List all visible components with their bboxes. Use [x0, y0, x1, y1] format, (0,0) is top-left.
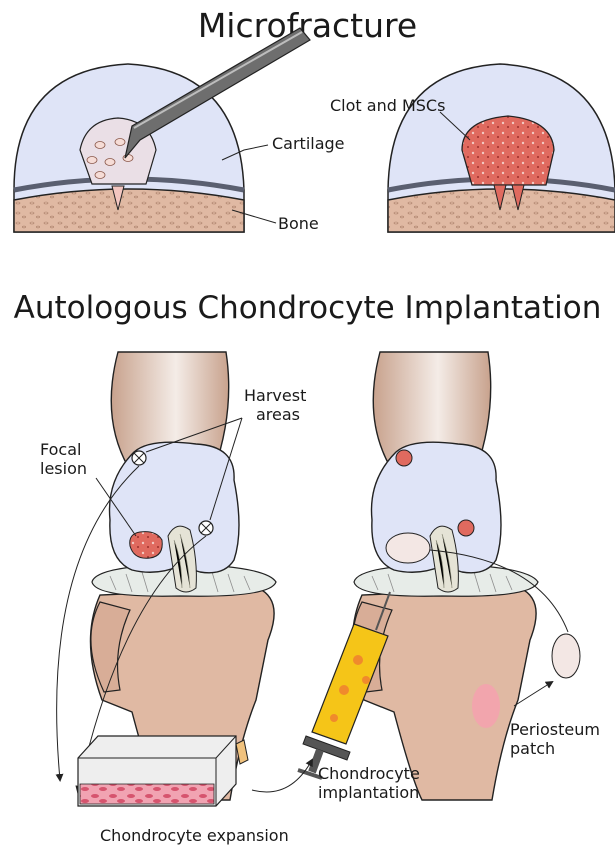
implantation-label-line1: Chondrocyte	[318, 764, 420, 783]
harvest-label: Harvest areas	[244, 386, 306, 424]
periosteum-label-line1: Periosteum	[510, 720, 600, 739]
implantation-label-line2: implantation	[318, 783, 420, 802]
clot-label: Clot and MSCs	[330, 96, 445, 115]
microfracture-panel-left	[14, 28, 310, 232]
harvest-label-line1: Harvest	[244, 386, 306, 405]
implantation-label: Chondrocyte implantation	[318, 764, 420, 802]
microfracture-panel-right	[388, 64, 615, 232]
bone-label: Bone	[278, 214, 319, 233]
focal-label: Focal lesion	[40, 440, 87, 478]
harvest-label-line2: areas	[244, 405, 306, 424]
culture-flask	[78, 736, 248, 806]
focal-label-line1: Focal	[40, 440, 87, 459]
cartilage-label: Cartilage	[272, 134, 345, 153]
periosteum-label: Periosteum patch	[510, 720, 600, 758]
focal-label-line2: lesion	[40, 459, 87, 478]
expansion-label: Chondrocyte expansion	[100, 826, 289, 845]
periosteum-label-line2: patch	[510, 739, 600, 758]
